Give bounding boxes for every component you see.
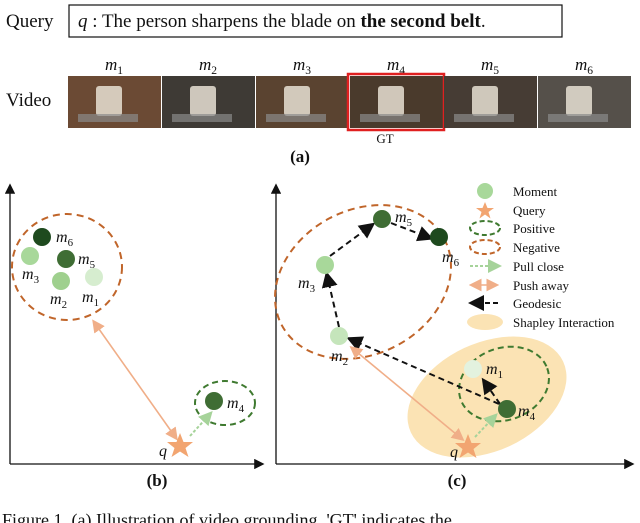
b-push-away-arrow [92,319,178,441]
query-separator: : [88,11,102,32]
c-moment-label-1: m1 [486,361,503,381]
frame-label-3: m3 [293,55,311,77]
b-moment-4 [205,392,223,410]
c-moment-label-6: m6 [442,249,460,269]
frame-label-1: m1 [105,55,123,77]
c-moment-label-2: m2 [331,348,348,368]
query-text: The person sharpens the blade on [102,11,361,32]
b-moment-label-2: m2 [50,291,67,311]
b-moment-5 [57,250,75,268]
b-positive-region [194,380,256,426]
c-geodesic-m4-m1 [481,377,501,405]
frame-hand-1 [96,86,122,116]
legend-query-label: Query [513,203,546,218]
c-geodesic-m5-m6 [390,222,434,242]
frame-belt-1 [78,114,138,122]
c-moment-label-3: m3 [298,275,316,295]
c-moments: m5 m6 m3 m2 m1 m4 [298,209,536,423]
legend-positive-icon [469,220,501,236]
b-moment-label-4: m4 [227,395,245,415]
legend-negative-label: Negative [513,240,560,255]
legend-negative-icon [469,239,501,255]
query-bold-text: the second belt [360,11,481,32]
legend: Moment Query Positive Negative Pull clos… [467,183,615,330]
b-moment-label-3: m3 [22,266,40,286]
c-moment-3 [316,256,334,274]
b-moment-2 [52,272,70,290]
query-label: Query [6,11,54,32]
panel-b: m6 m3 m5 m2 m1 m4 q (b) [4,183,265,490]
frame-label-6: m6 [575,55,593,77]
frame-hand-6 [566,86,592,116]
legend-geodesic-label: Geodesic [513,296,562,311]
b-moment-label-6: m6 [56,229,74,249]
b-moment-label-5: m5 [78,251,96,271]
frame-hand-4 [378,86,404,116]
legend-moment-icon [477,183,493,199]
c-push-away-arrow [349,345,465,442]
b-moment-1 [85,268,103,286]
video-label: Video [6,90,51,111]
query-box [68,4,563,38]
legend-pull-close-label: Pull close [513,259,564,274]
frame-label-5: m5 [481,55,499,77]
c-moment-1 [464,360,482,378]
panel-a: Query q : The person sharpens the blade … [6,4,631,166]
legend-positive-label: Positive [513,221,555,236]
legend-shapley-label: Shapley Interaction [513,315,615,330]
frame-belt-3 [266,114,326,122]
video-frames: m1 m2 m3 m4 m5 m6 [68,55,631,132]
legend-shapley-icon [467,314,503,330]
frame-label-2: m2 [199,55,217,77]
legend-push-away-label: Push away [513,278,569,293]
b-moments: m6 m3 m5 m2 m1 m4 [21,228,245,415]
frame-hand-3 [284,86,310,116]
caption-c: (c) [448,471,467,490]
frame-hand-2 [190,86,216,116]
caption-a: (a) [290,147,310,166]
gt-label: GT [376,131,393,146]
b-moment-6 [33,228,51,246]
frame-belt-2 [172,114,232,122]
b-query-label: q [159,443,167,460]
query-end: . [481,11,486,32]
frame-belt-6 [548,114,608,122]
b-moment-3 [21,247,39,265]
c-query-star [455,434,481,458]
frame-belt-5 [454,114,514,122]
c-shapley-region [407,336,567,458]
query-variable: q [78,11,88,32]
c-query-label: q [450,444,458,461]
b-negative-region [11,213,123,321]
c-moment-label-4: m4 [518,403,536,423]
query-sentence: q : The person sharpens the blade on the… [78,11,486,32]
c-geodesic-m3-m5 [329,222,376,257]
c-moment-label-5: m5 [395,209,413,229]
b-query-star [167,433,193,457]
b-moment-label-1: m1 [82,289,99,309]
c-moment-6 [430,228,448,246]
c-moment-5 [373,210,391,228]
legend-moment-label: Moment [513,184,557,199]
c-moment-4 [498,400,516,418]
panel-c: m5 m6 m3 m2 m1 m4 q (c) [270,183,635,490]
c-moment-2 [330,327,348,345]
caption-b: (b) [147,471,168,490]
legend-query-icon [476,202,494,219]
figure-caption: Figure 1. (a) Illustration of video grou… [2,510,452,523]
frame-label-4: m4 [387,55,405,77]
frame-belt-4 [360,114,420,122]
frame-hand-5 [472,86,498,116]
c-geodesic-m2-m3 [321,271,340,328]
b-pull-close-arrow [189,411,213,437]
